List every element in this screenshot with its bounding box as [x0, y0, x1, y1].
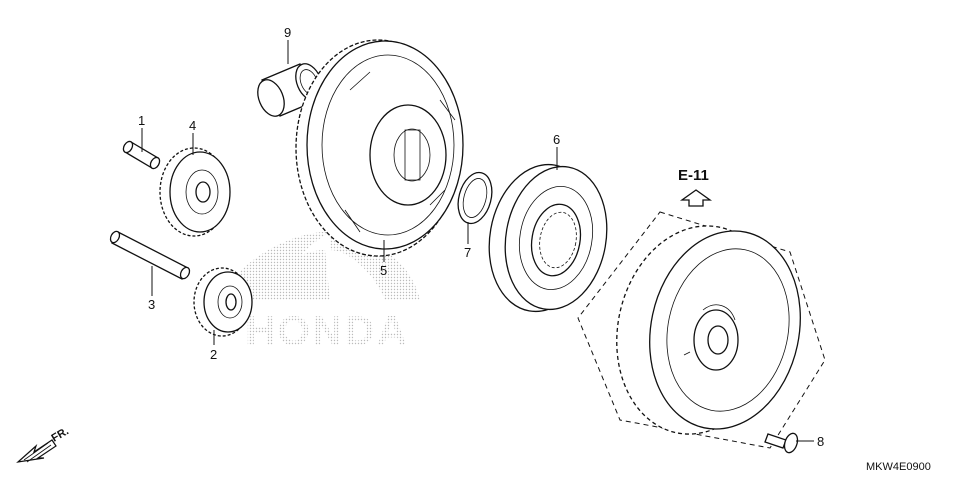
callout-leaders: [141, 40, 814, 442]
callout-4: 4: [189, 118, 196, 133]
section-reference[interactable]: E-11: [678, 167, 713, 207]
callout-8: 8: [817, 434, 824, 449]
part-one-way-clutch: [488, 163, 608, 313]
section-ref-label[interactable]: E-11: [678, 167, 709, 184]
part-starter-driven-gear: [295, 39, 464, 257]
front-indicator-label: FR.: [50, 425, 71, 444]
callout-3: 3: [148, 297, 155, 312]
front-indicator: FR.: [16, 425, 71, 463]
callout-7: 7: [464, 245, 471, 260]
honda-watermark: HONDA: [220, 231, 420, 354]
part-small-gear-upper: [159, 147, 231, 237]
callout-1: 1: [138, 113, 145, 128]
callout-9: 9: [284, 25, 291, 40]
reference-code: MKW4E0900: [866, 461, 931, 473]
part-washer-ring: [457, 171, 493, 225]
part-flange-bolt: [764, 432, 799, 454]
part-small-gear-lower: [193, 267, 253, 337]
up-arrow-icon: [679, 189, 713, 207]
watermark-text: HONDA: [245, 307, 409, 354]
part-short-shaft: [122, 140, 161, 170]
callout-labels: 1 4 3 2 9 5 6 7 8: [138, 25, 824, 449]
part-flywheel-assembly: [577, 211, 826, 449]
callout-5: 5: [380, 263, 387, 278]
callout-6: 6: [553, 132, 560, 147]
callout-2: 2: [210, 347, 217, 362]
part-long-shaft: [109, 230, 191, 280]
